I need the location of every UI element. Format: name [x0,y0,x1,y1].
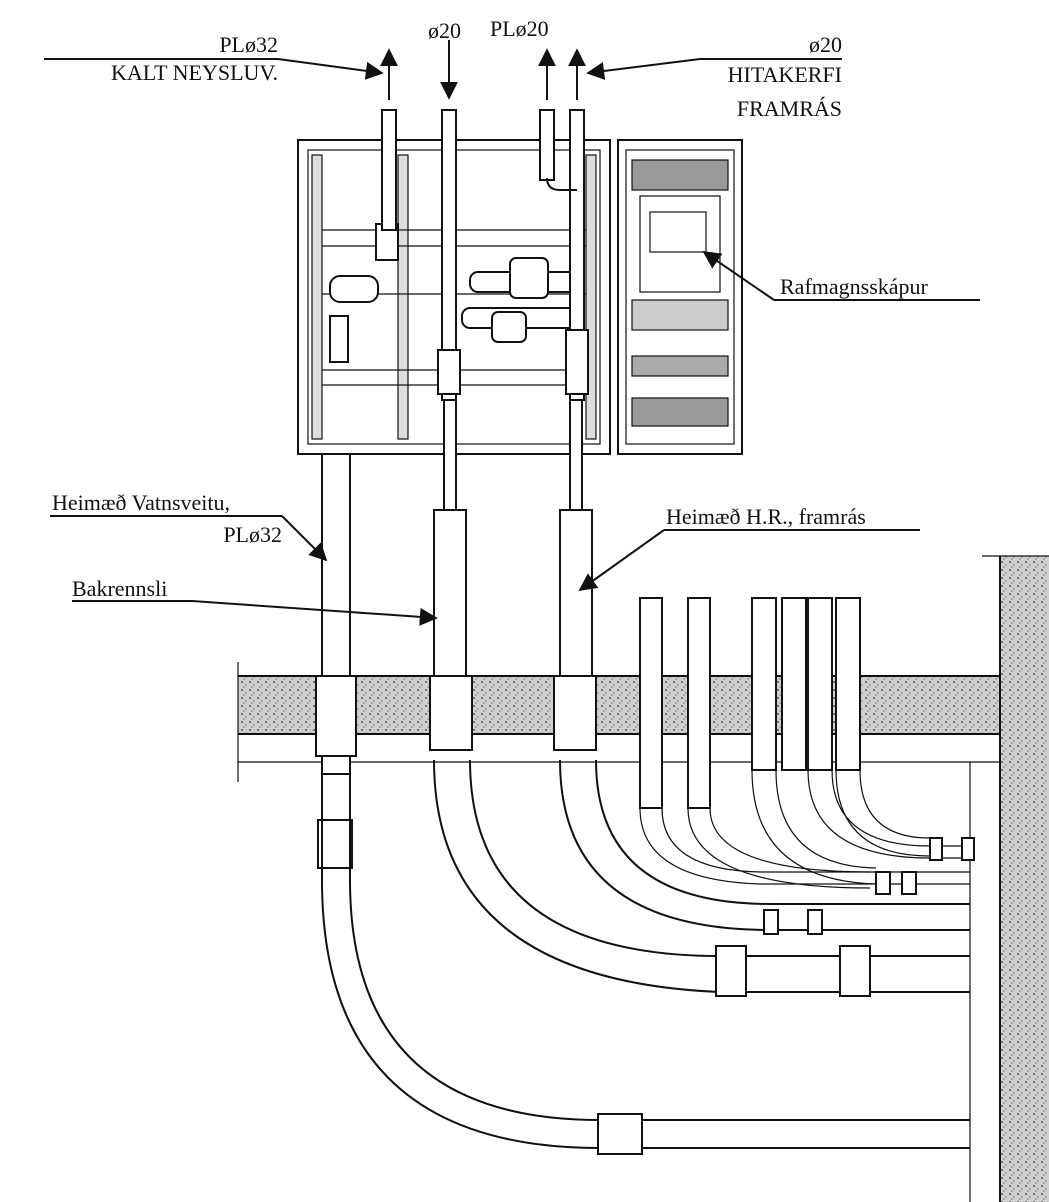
pipe-bakrennsli [429,399,970,997]
leader-lines [44,40,980,626]
label-electric-cabinet: Rafmagnsskápur [780,274,929,299]
label-supply-water-2: PLø32 [223,522,282,547]
label-return-line: Bakrennsli [72,576,167,601]
label-supply-heating: Heimæð H.R., framrás [666,504,866,529]
concrete-slab [237,662,1000,782]
concrete-wall [969,555,1049,1202]
pipe-vatnsveita [315,453,970,1155]
electric-cabinet [617,139,743,455]
pipes-top [381,109,589,401]
label-top-right-name-1: HITAKERFI [728,62,842,87]
label-top-right-size: ø20 [809,32,842,57]
label-top-left-name: KALT NEYSLUV. [111,60,278,85]
label-top-mid-size-2: PLø20 [490,16,549,41]
label-top-right-name-2: FRAMRÁS [737,96,842,121]
pipe-heimaed-hr [553,399,970,935]
label-top-mid-size-1: ø20 [428,18,461,43]
small-pipes [639,597,975,895]
label-top-left-size: PLø32 [219,32,278,57]
label-supply-water-1: Heimæð Vatnsveitu, [52,490,230,515]
